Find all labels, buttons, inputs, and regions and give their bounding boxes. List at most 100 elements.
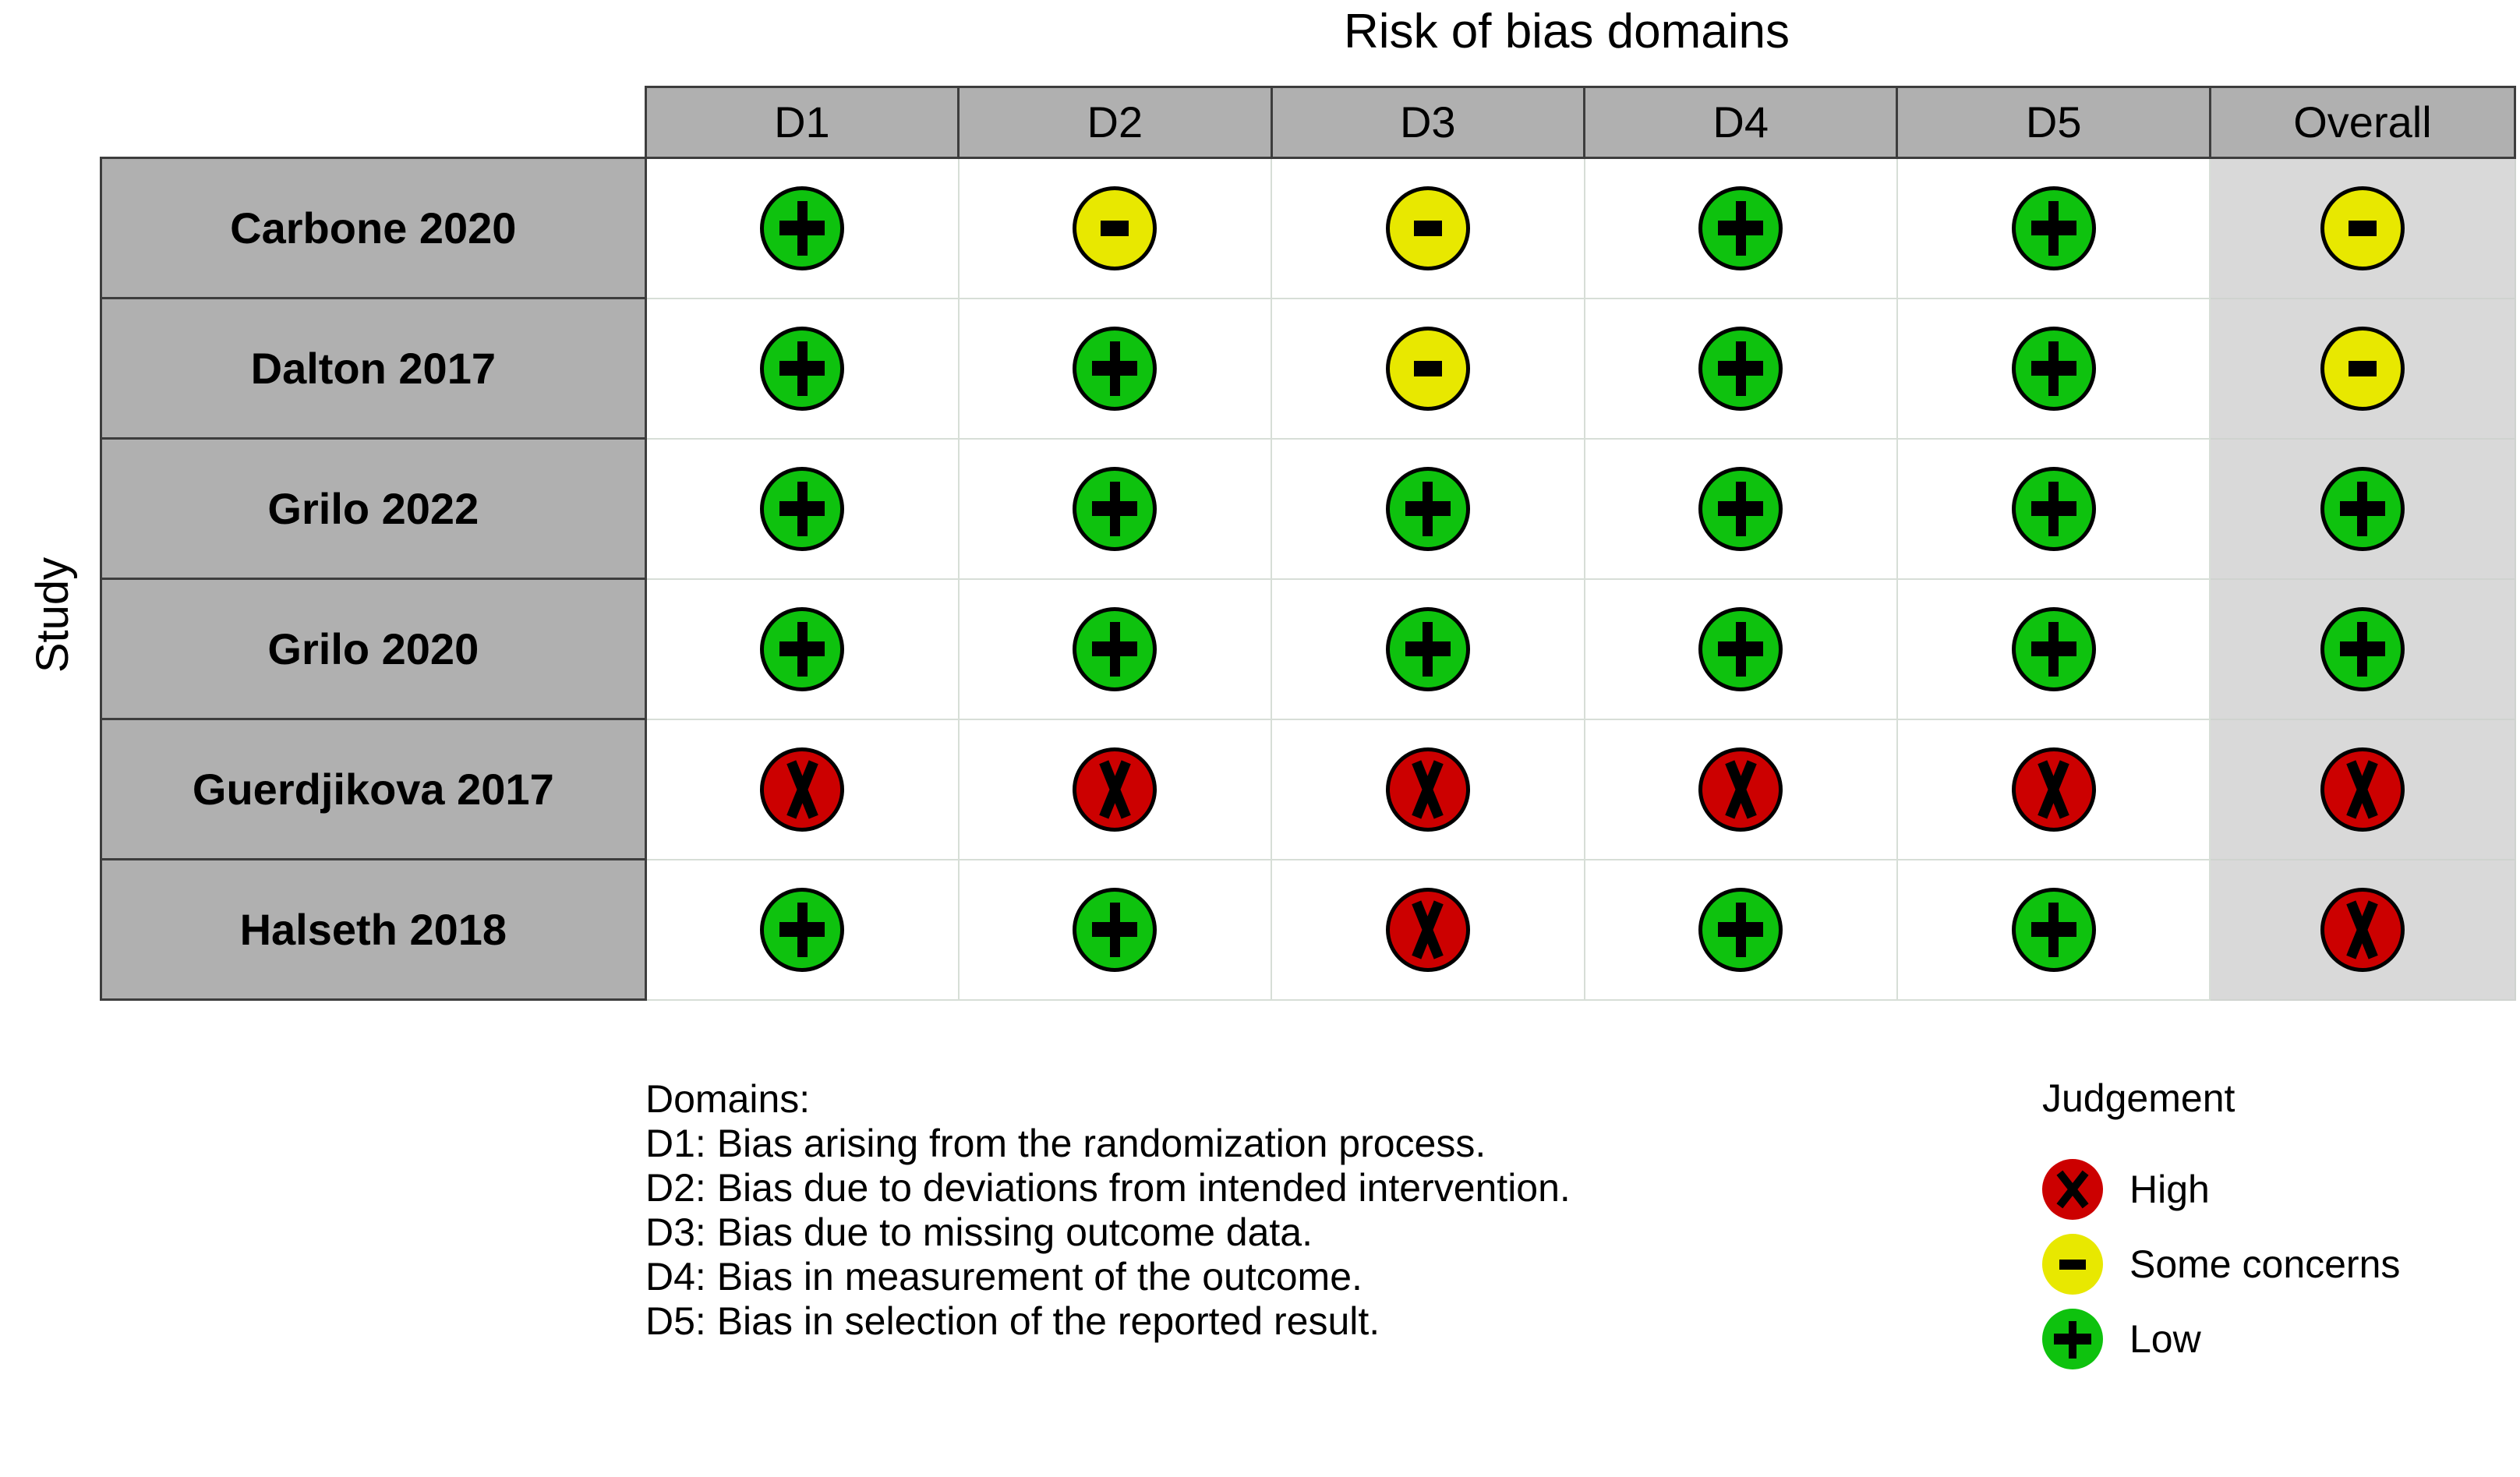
table-row: Grilo 2022 [100,437,2516,580]
judgement-cell-dalton-2017-d4[interactable] [1583,297,1898,440]
table-row: Guerdjikova 2017 [100,718,2516,860]
domain-line-d1: D1: Bias arising from the randomization … [645,1122,1486,1165]
judgement-cell-dalton-2017-d5[interactable] [1896,297,2211,440]
low-risk-icon [760,186,845,270]
low-risk-icon [2011,466,2096,551]
judgement-cell-grilo-2022-d3[interactable] [1271,437,1585,580]
judgement-cell-halseth-2018-d1[interactable] [645,858,960,1001]
judgement-cell-guerdjikova-2017-d2[interactable] [957,718,1273,860]
study-label-halseth-2018[interactable]: Halseth 2018 [100,858,647,1001]
domains-heading: Domains: [645,1077,811,1121]
judgement-cell-halseth-2018-d3[interactable] [1271,858,1585,1001]
domain-line-d3: D3: Bias due to missing outcome data. [645,1210,1313,1254]
judgement-cell-dalton-2017-d3[interactable] [1271,297,1585,440]
high-risk-icon [760,747,845,832]
judgement-cell-dalton-2017-d1[interactable] [645,297,960,440]
low-risk-icon [1385,606,1470,691]
table-header-row: D1 D2 D3 D4 D5 Overall [101,86,2517,159]
legend-label-low: Low [2129,1317,2201,1361]
judgement-cell-halseth-2018-d5[interactable] [1896,858,2211,1001]
judgement-cell-grilo-2022-d2[interactable] [957,437,1273,580]
high-risk-icon [2320,887,2405,972]
high-risk-icon [1698,747,1783,832]
corner-blank-cell [101,87,646,158]
study-label-grilo-2022[interactable]: Grilo 2022 [100,437,647,580]
judgement-cell-dalton-2017-d2[interactable] [957,297,1273,440]
judgement-cell-grilo-2022-d5[interactable] [1896,437,2211,580]
judgement-cell-carbone-2020-overall[interactable] [2209,157,2516,299]
study-label-grilo-2020[interactable]: Grilo 2020 [100,578,647,720]
column-header-d5[interactable]: D5 [1896,86,2211,159]
judgement-cell-grilo-2022-d1[interactable] [645,437,960,580]
judgement-cell-guerdjikova-2017-d1[interactable] [645,718,960,860]
low-risk-icon [760,326,845,411]
high-risk-icon [2042,1159,2103,1220]
high-risk-icon [1385,887,1470,972]
column-header-d1[interactable]: D1 [644,86,960,159]
judgement-cell-halseth-2018-d4[interactable] [1583,858,1898,1001]
judgement-cell-carbone-2020-d5[interactable] [1896,157,2211,299]
domain-line-d2: D2: Bias due to deviations from intended… [645,1166,1571,1210]
table-row: Grilo 2020 [100,578,2516,720]
judgement-cell-grilo-2020-d4[interactable] [1583,578,1898,720]
low-risk-icon [1073,326,1158,411]
judgement-cell-grilo-2020-d5[interactable] [1896,578,2211,720]
study-label-dalton-2017[interactable]: Dalton 2017 [100,297,647,440]
judgement-cell-guerdjikova-2017-d5[interactable] [1896,718,2211,860]
low-risk-icon [2011,186,2096,270]
low-risk-icon [1698,466,1783,551]
low-risk-icon [1698,887,1783,972]
column-header-d2[interactable]: D2 [957,86,1273,159]
judgement-cell-grilo-2020-d1[interactable] [645,578,960,720]
some-concerns-icon [1385,326,1470,411]
legend-label-some-concerns: Some concerns [2129,1242,2401,1286]
some-concerns-icon [1073,186,1158,270]
judgement-legend: Judgement High Some concerns Low [2042,1077,2400,1376]
judgement-cell-halseth-2018-d2[interactable] [957,858,1273,1001]
high-risk-icon [2011,747,2096,832]
column-header-d4[interactable]: D4 [1582,86,1899,159]
low-risk-icon [760,466,845,551]
legend-title: Judgement [2042,1076,2235,1120]
domain-line-d5: D5: Bias in selection of the reported re… [645,1299,1380,1343]
table-row: Halseth 2018 [100,858,2516,1001]
legend-item-high: High [2042,1152,2400,1227]
low-risk-icon [1698,326,1783,411]
legend-item-low: Low [2042,1302,2400,1376]
judgement-cell-grilo-2020-overall[interactable] [2209,578,2516,720]
study-label-carbone-2020[interactable]: Carbone 2020 [100,157,647,299]
judgement-cell-grilo-2020-d2[interactable] [957,578,1273,720]
judgement-cell-guerdjikova-2017-overall[interactable] [2209,718,2516,860]
judgement-cell-carbone-2020-d3[interactable] [1271,157,1585,299]
column-header-overall[interactable]: Overall [2208,86,2517,159]
low-risk-icon [1698,186,1783,270]
column-header-d3[interactable]: D3 [1270,86,1586,159]
judgement-cell-carbone-2020-d2[interactable] [957,157,1273,299]
low-risk-icon [2320,466,2405,551]
low-risk-icon [1073,606,1158,691]
table-row: Carbone 2020 [100,157,2516,299]
low-risk-icon [2320,606,2405,691]
some-concerns-icon [2320,186,2405,270]
judgement-cell-carbone-2020-d1[interactable] [645,157,960,299]
legend-item-some-concerns: Some concerns [2042,1227,2400,1302]
study-label-guerdjikova-2017[interactable]: Guerdjikova 2017 [100,718,647,860]
low-risk-icon [1385,466,1470,551]
low-risk-icon [2042,1309,2103,1369]
domain-line-d4: D4: Bias in measurement of the outcome. [645,1255,1362,1299]
low-risk-icon [2011,887,2096,972]
judgement-cell-grilo-2022-overall[interactable] [2209,437,2516,580]
judgement-cell-guerdjikova-2017-d3[interactable] [1271,718,1585,860]
judgement-cell-guerdjikova-2017-d4[interactable] [1583,718,1898,860]
judgement-cell-carbone-2020-d4[interactable] [1583,157,1898,299]
judgement-cell-grilo-2022-d4[interactable] [1583,437,1898,580]
judgement-cell-dalton-2017-overall[interactable] [2209,297,2516,440]
high-risk-icon [2320,747,2405,832]
domains-caption: Domains: D1: Bias arising from the rando… [645,1077,1571,1344]
judgement-cell-grilo-2020-d3[interactable] [1271,578,1585,720]
low-risk-icon [1073,887,1158,972]
legend-label-high: High [2129,1168,2210,1211]
judgement-cell-halseth-2018-overall[interactable] [2209,858,2516,1001]
